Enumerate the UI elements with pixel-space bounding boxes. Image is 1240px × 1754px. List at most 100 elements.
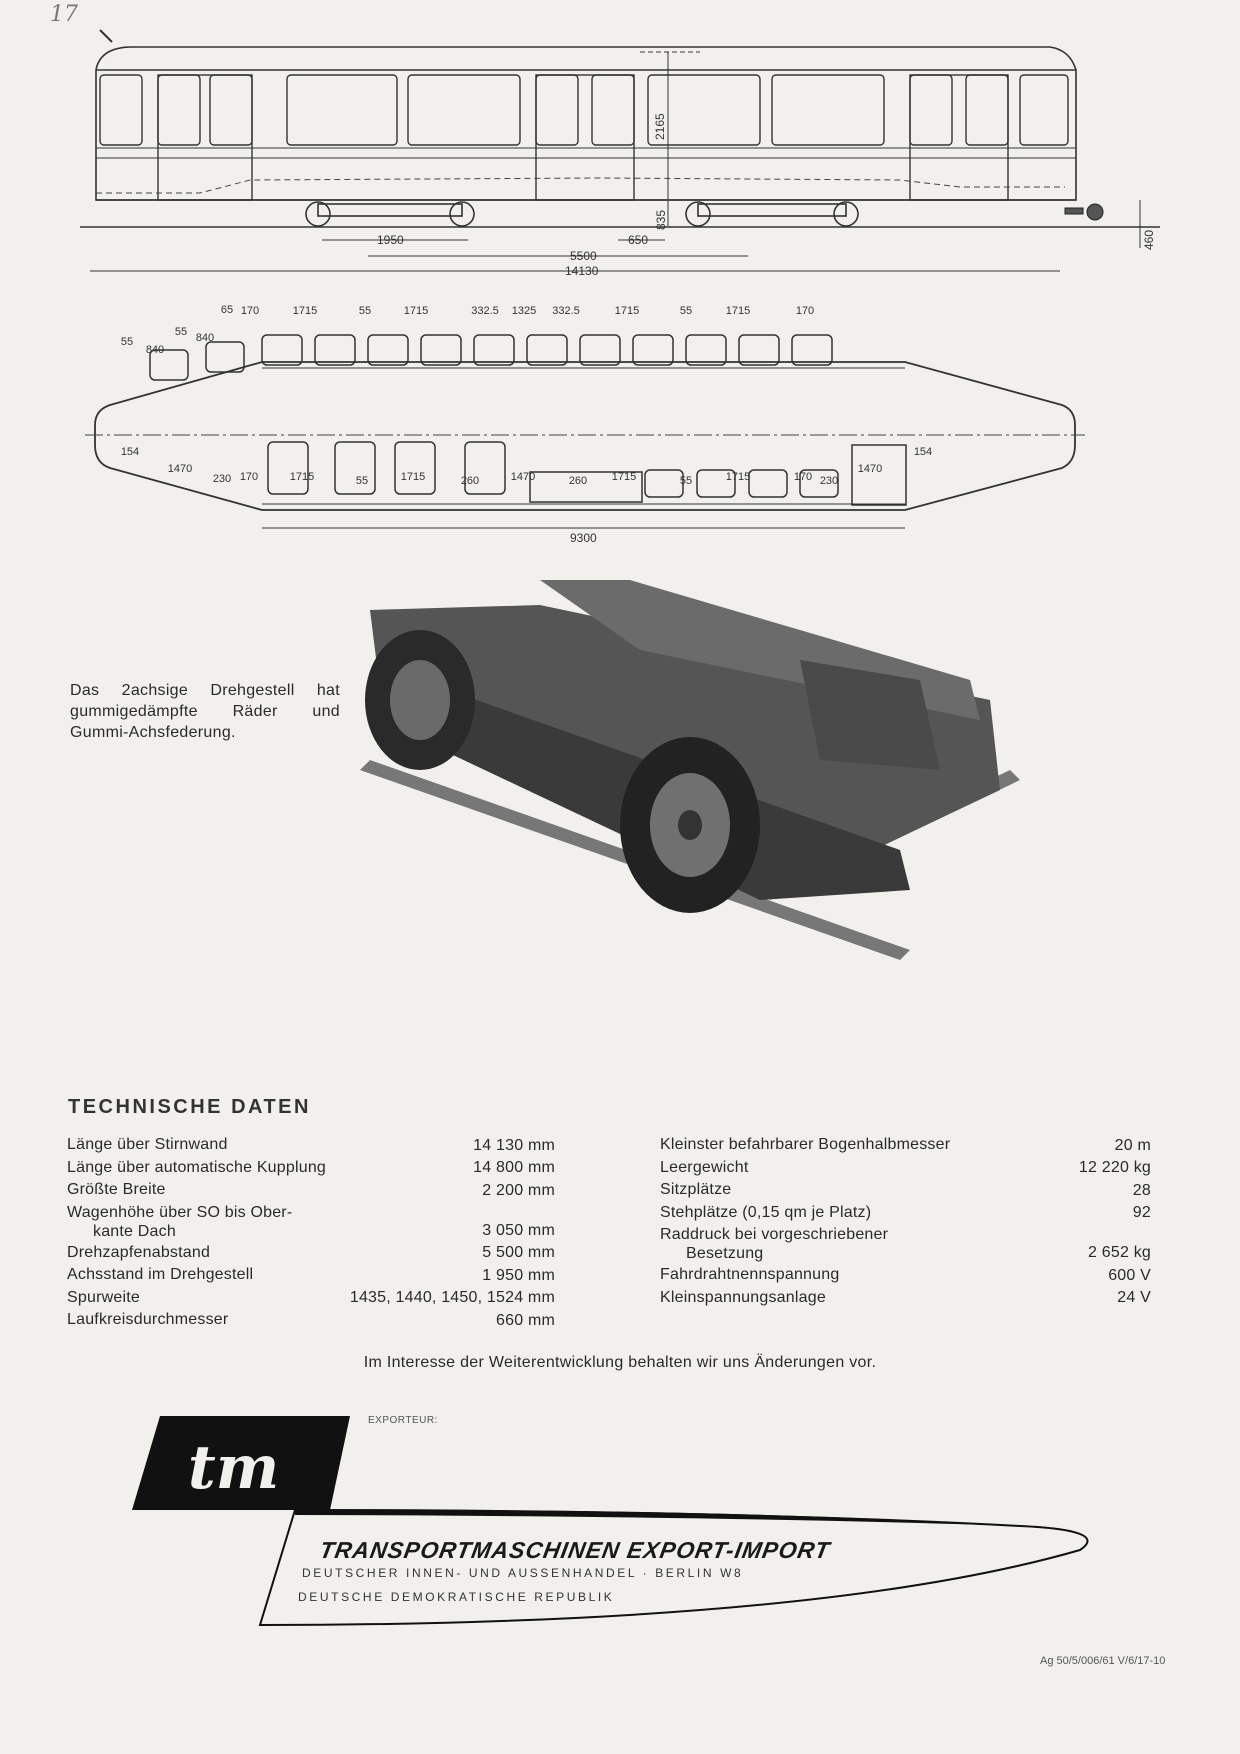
dim-label-top: 1715 [615,305,639,317]
technical-data-row: Kleinspannungsanlage 24 V [660,1288,1151,1311]
row-value: 2 652 kg [1088,1244,1151,1261]
dim-label-bottom: 55 [680,475,692,487]
row-label-text: Größte Breite [67,1181,166,1198]
plan-body-outline [94,361,1076,511]
dim-overall-length: 14130 [565,264,599,278]
bogie [317,203,463,217]
window [286,74,398,146]
row-label-text: Raddruck bei vorgeschriebener [660,1226,889,1243]
window [407,74,521,146]
dim-label-bottom: 1715 [290,471,314,483]
tram-windows [99,74,1069,201]
seat [267,441,309,495]
dim-label-bottom: 170 [794,471,812,483]
row-label: Drehzapfenabstand [67,1243,210,1262]
seat [334,441,376,495]
row-value: 14 130 mm [473,1136,555,1154]
row-label: Fahrdrahtnennspannung [660,1265,839,1284]
window [647,74,761,146]
seat [791,334,833,366]
seat [685,334,727,366]
row-label: Kleinspannungsanlage [660,1288,826,1307]
row-value: 92 [1132,1204,1151,1221]
row-label-text: Kleinster befahrbarer Bogenhalbmesser [660,1136,951,1153]
row-label: Laufkreisdurchmesser [67,1310,228,1329]
dim-coupler-height: 460 [1142,230,1156,250]
wheel [449,201,475,227]
seat [261,334,303,366]
seat [748,469,788,498]
dim-label-top: 55 [121,336,133,348]
row-value: 12 220 kg [1078,1159,1151,1176]
dimension-lines [90,51,1141,272]
row-label: Wagenhöhe über SO bis Ober-kante Dach [67,1203,292,1241]
dim-pivot-distance: 5500 [570,249,597,263]
wheel [833,201,859,227]
dim-label-top: 840 [196,332,214,344]
row-label-text: Laufkreisdurchmesser [67,1311,229,1328]
dim-label-bottom: 55 [356,475,368,487]
motor-housing [800,660,940,770]
dim-label-top: 1325 [512,305,536,317]
row-label-text: Länge über automatische Kupplung [67,1158,327,1176]
dim-label-bottom: 1470 [858,463,882,475]
dim-label-top: 65 [221,304,233,316]
row-label: Stehplätze (0,15 qm je Platz) [660,1203,871,1222]
seat [473,334,515,366]
bogie-photo [360,580,1020,960]
row-label-text: Leergewicht [660,1158,749,1176]
row-label: Länge über automatische Kupplung [67,1158,326,1177]
door [535,74,635,201]
seat [420,334,462,366]
row-label: Kleinster befahrbarer Bogenhalbmesser [660,1135,950,1154]
coupler-icon [1064,203,1104,221]
row-label-text: Länge über Stirnwand [67,1136,228,1153]
dim-label-bottom: 1470 [511,471,535,483]
row-label-text: Achsstand im Drehgestell [67,1266,254,1283]
dim-label-top: 332.5 [471,305,499,317]
window [157,74,201,146]
dim-axle-base: 1950 [377,233,404,247]
dim-label-top: 332.5 [552,305,580,317]
tram-body-outline [95,29,1077,201]
seats [149,334,907,506]
bogie [697,203,847,217]
seat [644,469,684,498]
exporter-logo: tm [132,1416,1089,1627]
dim-label-top: 55 [680,305,692,317]
dim-label-bottom: 1715 [612,471,636,483]
window [591,74,635,146]
row-label-text: Sitzplätze [660,1181,732,1198]
reference-code: Ag 50/5/006/61 V/6/17-10 [1040,1655,1166,1667]
row-value: 14 800 mm [473,1159,555,1176]
dim-label-top: 170 [796,305,814,317]
dim-label-top: 1715 [404,305,428,317]
row-value: 600 V [1108,1266,1151,1284]
window [965,74,1009,146]
seat [367,334,409,366]
row-label: Länge über Stirnwand [67,1135,228,1154]
dim-label-top: 1715 [726,305,750,317]
row-value: 24 V [1117,1289,1151,1306]
dim-label-bottom: 1470 [168,463,192,475]
seat [799,469,839,498]
seat [464,441,506,495]
technical-data-row: Stehplätze (0,15 qm je Platz) 92 [660,1203,1151,1226]
technical-data-row: Länge über Stirnwand 14 130 mm [67,1135,555,1158]
row-label-continuation: kante Dach [93,1222,176,1240]
bogie-caption: Das 2achsige Drehgestell hat gummigedämp… [70,682,340,741]
wheel [305,201,331,227]
logo-block [132,1416,350,1510]
window [909,74,953,146]
row-label-text: Drehzapfenabstand [67,1243,211,1261]
seat [579,334,621,366]
row-value: 2 200 mm [482,1181,555,1199]
